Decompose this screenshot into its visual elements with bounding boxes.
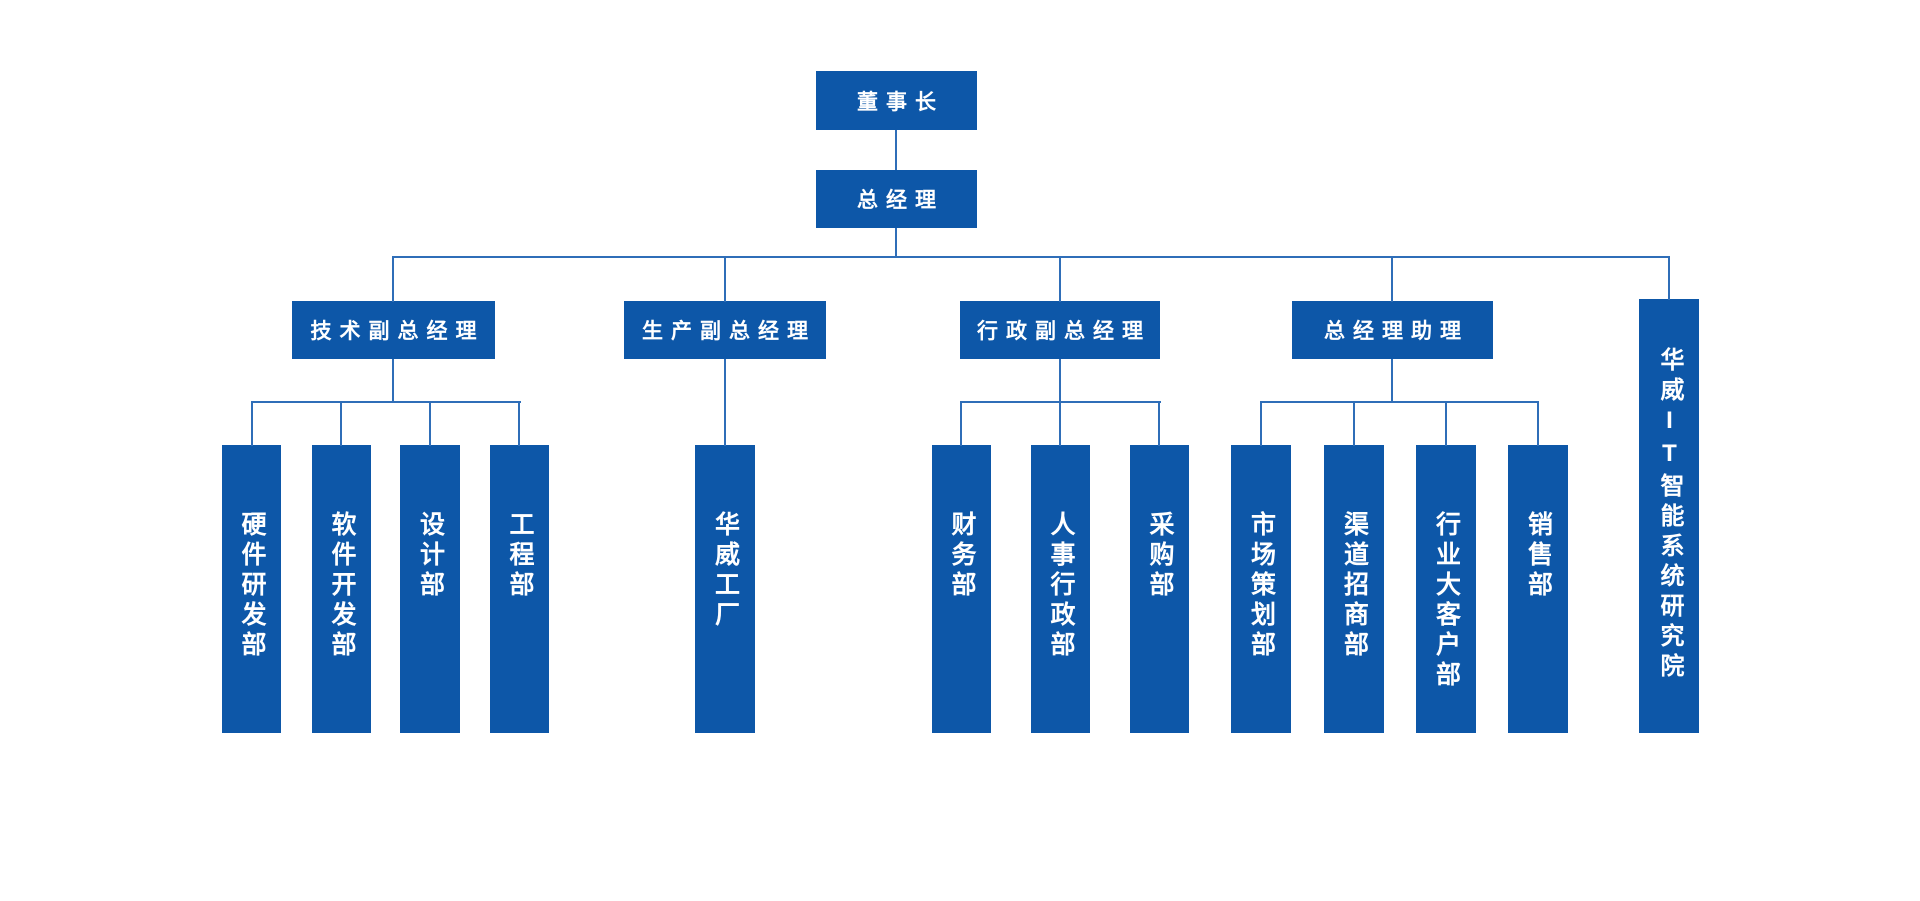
org-node-label: 市场策划部 bbox=[1247, 511, 1276, 661]
connector-line bbox=[1260, 401, 1262, 446]
org-node-hardware-rd-dept: 硬件研发部 bbox=[222, 445, 281, 733]
connector-line bbox=[960, 401, 962, 446]
org-node-label: 设计部 bbox=[416, 511, 445, 601]
connector-line bbox=[392, 256, 394, 302]
org-node-label: 渠道招商部 bbox=[1340, 511, 1369, 661]
connector-line bbox=[895, 228, 897, 257]
org-node-label: 行政副总经理 bbox=[977, 320, 1151, 343]
org-node-channel-investment-dept: 渠道招商部 bbox=[1324, 445, 1384, 733]
org-node-label: 硬件研发部 bbox=[238, 511, 266, 661]
org-node-marketing-planning-dept: 市场策划部 bbox=[1231, 445, 1291, 733]
org-node-label: 董事长 bbox=[857, 90, 944, 114]
connector-line bbox=[1260, 401, 1539, 403]
connector-line bbox=[340, 401, 342, 446]
org-node-label: 生产副总经理 bbox=[642, 320, 816, 343]
connector-line bbox=[961, 401, 1161, 403]
org-node-key-account-dept: 行业大客户部 bbox=[1416, 445, 1476, 733]
org-node-label: 技术副总经理 bbox=[310, 320, 485, 343]
org-node-production-vp: 生产副总经理 bbox=[624, 301, 826, 359]
org-node-label: 工程部 bbox=[506, 511, 534, 601]
connector-line bbox=[1391, 256, 1393, 302]
org-node-design-dept: 设计部 bbox=[400, 445, 460, 733]
org-node-finance-dept: 财务部 bbox=[932, 445, 991, 733]
connector-line bbox=[251, 401, 253, 446]
org-node-general-manager: 总经理 bbox=[816, 170, 977, 228]
connector-line bbox=[1537, 401, 1539, 446]
org-node-purchasing-dept: 采购部 bbox=[1130, 445, 1189, 733]
connector-line bbox=[724, 256, 726, 302]
org-node-tech-vp: 技术副总经理 bbox=[292, 301, 495, 359]
connector-line bbox=[429, 401, 431, 446]
org-node-label: 软件开发部 bbox=[328, 511, 356, 661]
connector-line bbox=[1059, 256, 1061, 302]
org-node-chairman: 董事长 bbox=[816, 71, 977, 130]
connector-line bbox=[1158, 401, 1160, 446]
org-node-factory: 华威工厂 bbox=[695, 445, 755, 733]
connector-line bbox=[1668, 256, 1670, 300]
org-node-sales-dept: 销售部 bbox=[1508, 445, 1568, 733]
org-node-label: 总经理助理 bbox=[1324, 320, 1469, 343]
org-node-label: 财务部 bbox=[948, 511, 976, 601]
org-node-label: 华威IT智能系统研究院 bbox=[1656, 347, 1683, 683]
org-node-software-dev-dept: 软件开发部 bbox=[312, 445, 371, 733]
org-node-engineering-dept: 工程部 bbox=[490, 445, 549, 733]
connector-line bbox=[518, 401, 520, 446]
org-node-it-research-institute: 华威IT智能系统研究院 bbox=[1639, 299, 1699, 733]
org-node-label: 行业大客户部 bbox=[1432, 511, 1461, 691]
org-node-label: 总经理 bbox=[857, 189, 944, 212]
connector-line bbox=[1059, 359, 1061, 403]
connector-line bbox=[392, 359, 394, 403]
org-node-label: 采购部 bbox=[1146, 511, 1174, 601]
org-node-admin-vp: 行政副总经理 bbox=[960, 301, 1160, 359]
org-node-hr-admin-dept: 人事行政部 bbox=[1031, 445, 1090, 733]
org-node-label: 华威工厂 bbox=[711, 511, 740, 631]
connector-line bbox=[251, 401, 521, 403]
connector-line bbox=[393, 256, 1670, 258]
org-node-label: 销售部 bbox=[1524, 511, 1553, 601]
org-node-gm-assistant: 总经理助理 bbox=[1292, 301, 1493, 359]
org-node-label: 人事行政部 bbox=[1047, 511, 1075, 661]
connector-line bbox=[724, 359, 726, 446]
connector-line bbox=[1391, 359, 1393, 403]
connector-line bbox=[1445, 401, 1447, 446]
connector-line bbox=[1059, 401, 1061, 446]
connector-line bbox=[895, 130, 897, 170]
connector-line bbox=[1353, 401, 1355, 446]
